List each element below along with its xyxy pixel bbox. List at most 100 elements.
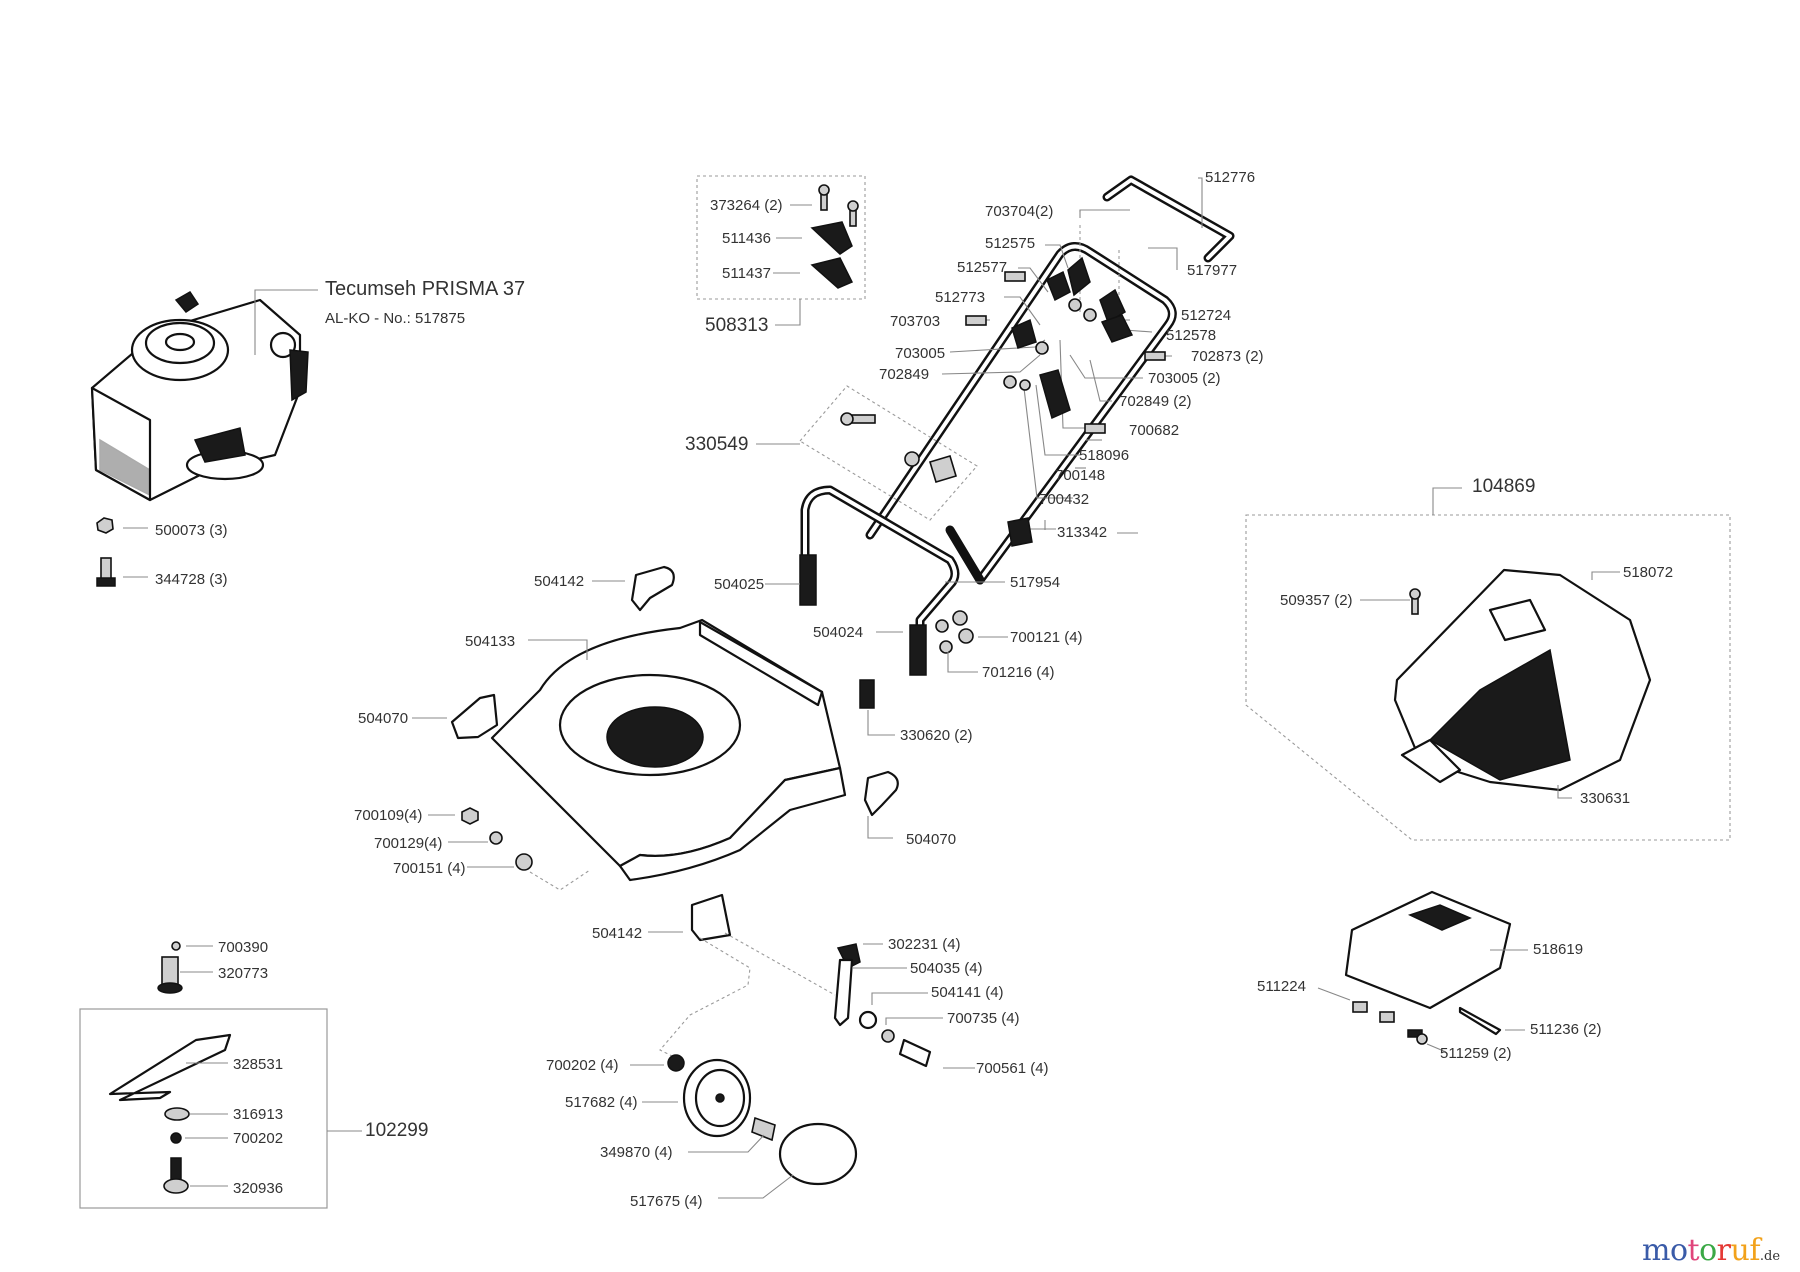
part-label[interactable]: 517977 bbox=[1187, 262, 1238, 279]
part-label[interactable]: 512724 bbox=[1181, 307, 1232, 324]
assembly-label[interactable]: 508313 bbox=[705, 315, 769, 336]
part-label[interactable]: 517954 bbox=[1010, 574, 1061, 591]
logo-tld: .de bbox=[1759, 1249, 1781, 1264]
part-label[interactable]: 504070 bbox=[358, 710, 409, 727]
part-label[interactable]: 504024 bbox=[813, 624, 864, 641]
bolt-kit-icons bbox=[840, 412, 957, 483]
screw-icon bbox=[1407, 1029, 1428, 1045]
logo-letter: u bbox=[1730, 1233, 1750, 1268]
part-label[interactable]: 504133 bbox=[465, 633, 516, 650]
part-label[interactable]: 512578 bbox=[1166, 327, 1217, 344]
part-label[interactable]: 511236 (2) bbox=[1530, 1021, 1602, 1038]
part-label[interactable]: 512575 bbox=[985, 235, 1036, 252]
part-label[interactable]: 328531 bbox=[233, 1056, 284, 1073]
bolt-icon bbox=[96, 557, 116, 587]
grass-catcher-illustration bbox=[1393, 568, 1652, 792]
part-label[interactable]: 703704(2) bbox=[985, 203, 1054, 220]
logo-letter: f bbox=[1749, 1233, 1760, 1268]
part-label[interactable]: 504142 bbox=[592, 925, 643, 942]
wheel-adjuster-icons bbox=[833, 943, 932, 1068]
part-label[interactable]: 511224 bbox=[1257, 978, 1306, 995]
part-label[interactable]: 512776 bbox=[1205, 169, 1256, 186]
logo-letter: o bbox=[1699, 1233, 1717, 1268]
part-label[interactable]: 518096 bbox=[1079, 447, 1130, 464]
part-label[interactable]: 511259 (2) bbox=[1440, 1045, 1512, 1062]
part-label[interactable]: 700151 (4) bbox=[393, 860, 466, 877]
part-label[interactable]: 703703 bbox=[890, 313, 941, 330]
bracket-icon bbox=[450, 693, 499, 740]
pin-icon bbox=[1458, 1006, 1502, 1036]
part-label[interactable]: 703005 (2) bbox=[1148, 370, 1221, 387]
part-label[interactable]: 518072 bbox=[1623, 564, 1674, 581]
part-label[interactable]: 702849 (2) bbox=[1119, 393, 1192, 410]
part-label[interactable]: 313342 bbox=[1057, 524, 1108, 541]
nut-washer-icons bbox=[859, 610, 974, 709]
part-label[interactable]: 511436 bbox=[722, 230, 771, 247]
part-label[interactable]: 504070 bbox=[906, 831, 957, 848]
discharge-flap-illustration bbox=[1344, 890, 1512, 1010]
part-label[interactable]: 517675 (4) bbox=[630, 1193, 703, 1210]
part-label[interactable]: 700148 bbox=[1055, 467, 1106, 484]
part-label[interactable]: 302231 (4) bbox=[888, 936, 961, 953]
part-label[interactable]: 512577 bbox=[957, 259, 1008, 276]
part-label[interactable]: 504025 bbox=[714, 576, 765, 593]
assembly-label[interactable]: 104869 bbox=[1472, 476, 1536, 497]
part-label[interactable]: 703005 bbox=[895, 345, 946, 362]
part-label[interactable]: 349870 (4) bbox=[600, 1144, 673, 1161]
spring-icon bbox=[1352, 1001, 1395, 1023]
part-label[interactable]: 518619 bbox=[1533, 941, 1584, 958]
part-label[interactable]: 316913 bbox=[233, 1106, 284, 1123]
part-label[interactable]: 344728 (3) bbox=[155, 571, 228, 588]
assembly-label[interactable]: 330549 bbox=[685, 434, 749, 455]
part-label[interactable]: 320936 bbox=[233, 1180, 284, 1197]
part-label[interactable]: 504141 (4) bbox=[931, 984, 1004, 1001]
part-label[interactable]: 373264 (2) bbox=[710, 197, 783, 214]
assembly-label[interactable]: 102299 bbox=[365, 1120, 429, 1141]
part-label[interactable]: 500073 (3) bbox=[155, 522, 228, 539]
part-label[interactable]: 700561 (4) bbox=[976, 1060, 1049, 1077]
deck-hardware-icons bbox=[461, 807, 533, 871]
washer-icon bbox=[171, 941, 181, 951]
engine-alko-number: AL-KO - No.: 517875 bbox=[325, 310, 466, 327]
part-label[interactable]: 330631 bbox=[1580, 790, 1631, 807]
part-label[interactable]: 700390 bbox=[218, 939, 269, 956]
part-label[interactable]: 320773 bbox=[218, 965, 269, 982]
part-label[interactable]: 702849 bbox=[879, 366, 930, 383]
part-label[interactable]: 700432 bbox=[1039, 491, 1090, 508]
part-label[interactable]: 701216 (4) bbox=[982, 664, 1055, 681]
part-label[interactable]: 700129(4) bbox=[374, 835, 443, 852]
handle-hardware-icons bbox=[965, 256, 1166, 547]
mower-deck-illustration bbox=[490, 618, 847, 882]
part-label[interactable]: 504035 (4) bbox=[910, 960, 983, 977]
part-label[interactable]: 512773 bbox=[935, 289, 986, 306]
part-label[interactable]: 509357 (2) bbox=[1280, 592, 1353, 609]
engine-name: Tecumseh PRISMA 37 bbox=[325, 278, 526, 300]
screw-icon bbox=[1409, 588, 1421, 615]
logo-letter: t bbox=[1687, 1233, 1700, 1268]
bracket-icon bbox=[863, 770, 899, 817]
part-label[interactable]: 504142 bbox=[534, 573, 585, 590]
blade-icon bbox=[108, 1033, 232, 1102]
bracket-icon bbox=[690, 893, 732, 942]
logo-letter: o bbox=[1669, 1233, 1688, 1268]
part-label[interactable]: 700682 bbox=[1129, 422, 1180, 439]
logo-letter: m bbox=[1642, 1233, 1670, 1268]
part-label[interactable]: 700109(4) bbox=[354, 807, 423, 824]
motoruf-watermark-logo: motoruf.de bbox=[1642, 1236, 1780, 1266]
clamp-lower-icon bbox=[810, 257, 854, 289]
logo-letter: r bbox=[1716, 1233, 1731, 1268]
part-label[interactable]: 330620 (2) bbox=[900, 727, 973, 744]
part-label[interactable]: 700202 bbox=[233, 1130, 284, 1147]
screw-icon bbox=[818, 184, 859, 227]
part-label[interactable]: 517682 (4) bbox=[565, 1094, 638, 1111]
nut-icon bbox=[96, 517, 114, 534]
part-label[interactable]: 700735 (4) bbox=[947, 1010, 1020, 1027]
blade-bolt-icon bbox=[163, 1157, 189, 1194]
washer-icon bbox=[164, 1107, 190, 1121]
part-label[interactable]: 700121 (4) bbox=[1010, 629, 1083, 646]
leader-engine bbox=[254, 289, 318, 355]
part-label[interactable]: 511437 bbox=[722, 265, 771, 282]
part-label[interactable]: 700202 (4) bbox=[546, 1057, 619, 1074]
part-label[interactable]: 702873 (2) bbox=[1191, 348, 1264, 365]
